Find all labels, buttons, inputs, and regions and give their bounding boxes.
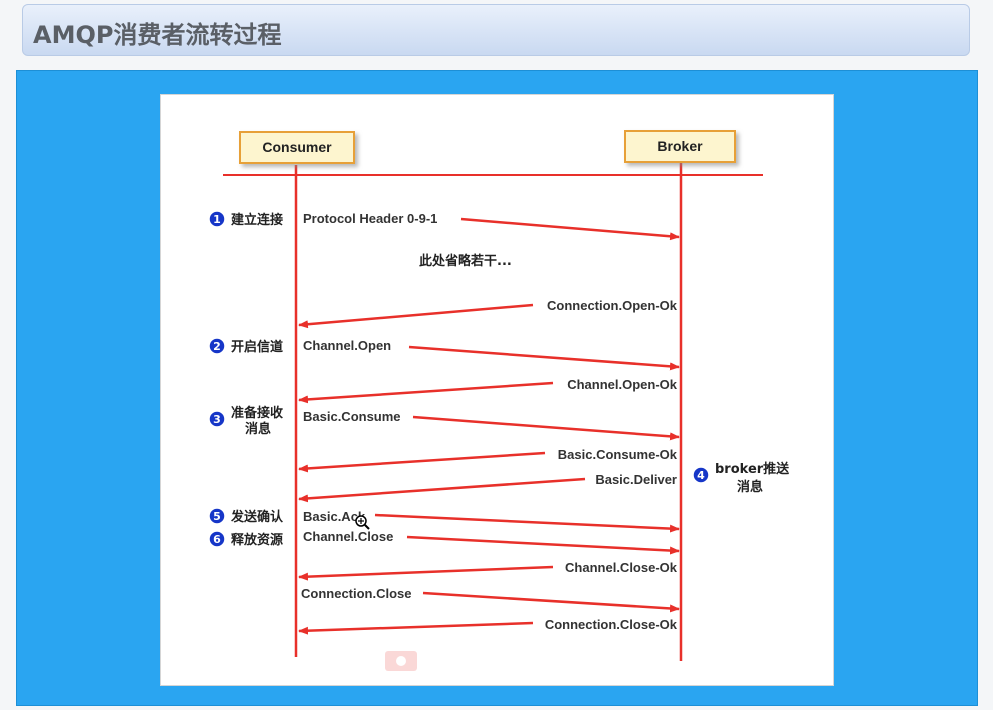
message-channel-close-ok: Channel.Close-Ok [298,560,678,581]
step-label: 释放资源 [231,532,283,548]
sequence-diagram: Consumer Broker Protocol Header 0-9-1 此处… [208,130,790,671]
step-number: 2 [213,340,221,353]
message-channel-open: Channel.Open [303,338,680,371]
message-arrow [374,513,680,533]
step-badge-icon [208,530,226,548]
slide-title: AMQP消费者流转过程 [33,21,282,49]
message-label: Basic.Deliver [595,472,677,487]
message-channel-open-ok: Channel.Open-Ok [298,377,678,404]
message-connection-open-ok: Connection.Open-Ok [298,298,678,329]
message-arrow [298,565,554,581]
message-label: Connection.Open-Ok [547,298,678,313]
step-label: 开启信道 [231,339,283,355]
step-1: 1 建立连接 [208,210,283,228]
message-basic-deliver: Basic.Deliver [298,472,677,503]
message-label: Protocol Header 0-9-1 [303,211,437,226]
message-arrow [298,621,534,635]
step-number: 3 [213,413,221,426]
message-arrow [460,217,680,241]
step-5: 5 发送确认 [208,507,284,525]
step-2: 2 开启信道 [208,337,283,355]
diagram-frame: Consumer Broker Protocol Header 0-9-1 此处… [160,94,834,686]
message-label: Basic.Ack [303,509,366,524]
message-arrow [412,415,680,441]
zoom-cursor-icon [355,515,370,530]
message-arrow [298,303,534,329]
message-arrow [406,535,680,555]
message-connection-close: Connection.Close [301,586,680,613]
step-label-line2: 消息 [737,479,763,495]
message-label: Connection.Close [301,586,412,601]
step-badge-icon [208,337,226,355]
watermark-stamp-icon [385,651,417,671]
step-number: 6 [213,533,221,546]
slide-title-bar: AMQP消费者流转过程 [22,4,970,56]
message-arrow [408,345,680,371]
message-arrow [298,451,546,473]
message-connection-close-ok: Connection.Close-Ok [298,617,678,635]
message-label: Channel.Open-Ok [567,377,678,392]
omitted-note: 此处省略若干... [419,253,512,269]
broker-label: Broker [657,138,703,154]
step-label-line2: 消息 [245,421,271,437]
message-basic-consume-ok: Basic.Consume-Ok [298,447,678,473]
message-arrow [422,591,680,613]
step-6: 6 释放资源 [208,530,283,548]
message-label: Connection.Close-Ok [545,617,678,632]
broker-actor: Broker [624,130,736,163]
message-label: Basic.Consume-Ok [558,447,678,462]
step-label: broker推送 [715,461,790,477]
message-basic-ack: Basic.Ack [303,509,680,533]
message-label: Channel.Open [303,338,391,353]
step-number: 5 [213,510,221,523]
step-3: 3 准备接收 消息 [208,405,284,437]
message-channel-close: Channel.Close [303,529,680,555]
message-protocol-header: Protocol Header 0-9-1 [303,211,680,241]
step-badge-icon [208,210,226,228]
message-arrow [298,381,554,404]
message-label: Channel.Close [303,529,393,544]
step-4: 4 broker推送 消息 [692,461,790,495]
step-badge-icon [692,466,710,484]
step-label: 发送确认 [230,509,284,525]
message-arrow [298,477,586,503]
step-badge-icon [208,507,226,525]
step-badge-icon [208,410,226,428]
message-label: Basic.Consume [303,409,401,424]
step-number: 4 [697,469,705,482]
step-label: 准备接收 [231,405,284,421]
message-basic-consume: Basic.Consume [303,409,680,441]
step-number: 1 [213,213,221,226]
consumer-label: Consumer [262,139,332,155]
step-label: 建立连接 [231,212,283,228]
message-label: Channel.Close-Ok [565,560,678,575]
consumer-actor: Consumer [239,131,355,164]
